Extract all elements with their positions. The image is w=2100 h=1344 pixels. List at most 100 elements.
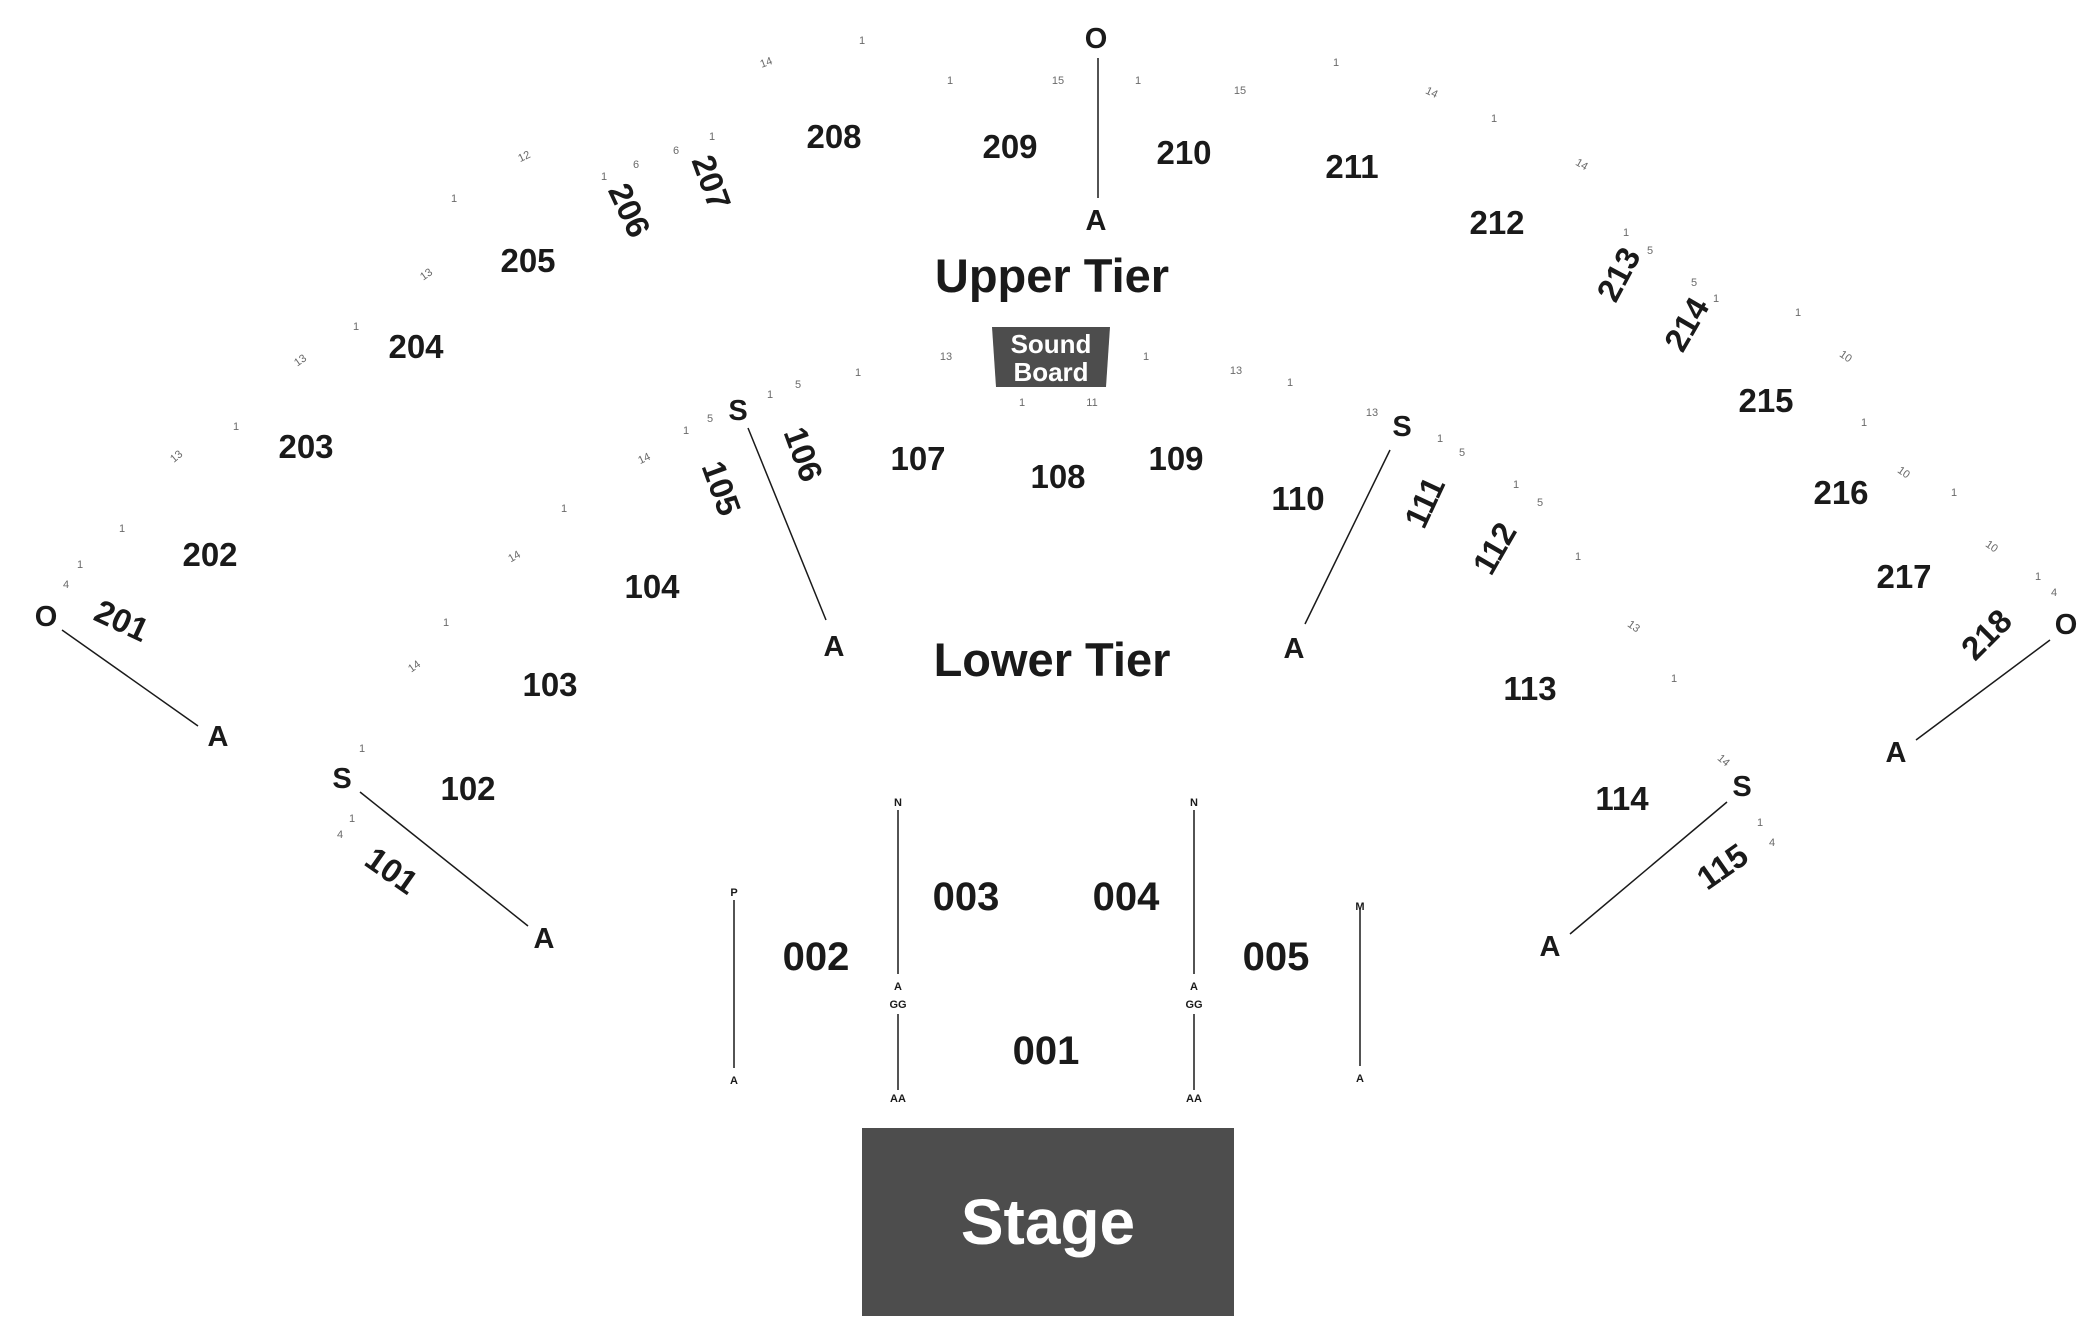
seat-number: 1 [1861,417,1867,429]
floor-sections: 001 002 003 004 005 [783,875,1310,1073]
section-115[interactable]: 115 [1690,836,1755,897]
seat-number: 4 [63,579,69,591]
seat-number: 4 [2051,587,2057,599]
floor-row-m: M [1355,901,1364,913]
section-108[interactable]: 108 [1030,458,1085,495]
section-111[interactable]: 111 [1397,471,1452,533]
section-203[interactable]: 203 [278,428,333,465]
floor-row-a-003: A [894,981,902,993]
sound-board: Sound Board [992,327,1110,387]
aisle-line-101 [359,791,529,927]
section-207[interactable]: 207 [685,150,739,214]
floor-row-aa-004: AA [1186,1093,1202,1105]
seat-number: 5 [707,413,713,425]
section-212[interactable]: 212 [1469,204,1524,241]
section-001[interactable]: 001 [1013,1029,1080,1073]
section-213[interactable]: 213 [1589,241,1648,307]
seat-number: 1 [443,617,449,629]
seat-number: 13 [1625,618,1642,635]
floor-row-n-003: N [894,797,902,809]
row-markers: O A O A O A S A S A S A S A [35,23,2078,963]
floor-row-n-004: N [1190,797,1198,809]
seat-number: 1 [1951,487,1957,499]
section-003[interactable]: 003 [933,875,1000,919]
section-112[interactable]: 112 [1465,516,1524,581]
row-marker-o-top: O [1085,23,1108,55]
section-101[interactable]: 101 [359,839,425,901]
seat-number: 1 [947,75,953,87]
section-106[interactable]: 106 [777,422,831,486]
section-110[interactable]: 110 [1271,480,1324,517]
row-marker-s-111: S [1392,411,1411,443]
floor-row-aa-003: AA [890,1093,906,1105]
seat-number: 14 [406,658,423,675]
section-208[interactable]: 208 [806,118,861,155]
seat-number: 1 [601,171,607,183]
seat-number: 14 [1715,752,1732,769]
section-109[interactable]: 109 [1148,440,1203,477]
seat-number: 1 [561,503,567,515]
section-002[interactable]: 002 [783,935,850,979]
section-206[interactable]: 206 [601,177,658,243]
section-210[interactable]: 210 [1156,134,1211,171]
section-216[interactable]: 216 [1813,474,1868,511]
section-218[interactable]: 218 [1954,602,2019,667]
seat-number: 11 [1086,397,1097,409]
section-215[interactable]: 215 [1738,382,1793,419]
stage[interactable]: Stage [862,1128,1234,1316]
section-104[interactable]: 104 [624,568,680,605]
aisle-line-115 [1569,801,1728,935]
floor-row-p: P [730,887,737,899]
seat-number: 1 [1437,433,1443,445]
section-102[interactable]: 102 [440,770,495,807]
seat-number: 1 [859,35,865,47]
seat-number: 1 [2035,571,2041,583]
seat-number: 13 [418,266,435,283]
seat-number: 10 [1895,464,1912,481]
seat-number: 1 [349,813,355,825]
section-201[interactable]: 201 [89,592,155,649]
seat-number: 1 [1795,307,1801,319]
row-marker-a-105: A [824,631,845,663]
row-marker-s-115: S [1732,771,1751,803]
seat-number: 5 [1647,245,1653,257]
seat-number: 1 [855,367,861,379]
section-214[interactable]: 214 [1657,291,1717,358]
section-202[interactable]: 202 [182,536,237,573]
row-marker-a-101: A [534,923,555,955]
seat-number: 1 [1623,227,1629,239]
section-217[interactable]: 217 [1876,558,1931,595]
stage-label: Stage [961,1186,1135,1258]
section-204[interactable]: 204 [388,328,444,365]
seat-number: 10 [1983,538,2000,555]
seat-number: 14 [636,451,652,467]
section-105[interactable]: 105 [695,456,749,520]
sound-board-label-line2: Board [1013,357,1088,387]
upper-tier-label: Upper Tier [935,249,1169,302]
seat-number: 1 [1135,75,1141,87]
seat-number: 5 [1691,277,1697,289]
seat-number: 5 [1459,447,1465,459]
section-103[interactable]: 103 [522,666,577,703]
upper-tier-sections: 201 202 203 204 205 206 207 208 209 210 … [89,118,2019,667]
section-209[interactable]: 209 [982,128,1037,165]
section-005[interactable]: 005 [1243,935,1310,979]
section-114[interactable]: 114 [1595,780,1649,817]
seat-number: 1 [1287,377,1293,389]
section-107[interactable]: 107 [890,440,945,477]
section-205[interactable]: 205 [500,242,555,279]
section-211[interactable]: 211 [1325,148,1378,185]
seat-number: 13 [940,351,952,363]
seat-number: 1 [1513,479,1519,491]
seat-number: 1 [233,421,239,433]
aisle-line-111 [1304,449,1391,625]
seat-number: 12 [516,149,532,165]
seat-number: 1 [767,389,773,401]
seat-number: 14 [1423,85,1439,101]
section-113[interactable]: 113 [1503,670,1556,707]
seat-number: 13 [1366,407,1378,419]
section-004[interactable]: 004 [1093,875,1160,919]
aisle-line-105 [747,427,827,621]
floor-row-markers: P A N A GG AA N A GG AA M A [730,797,1365,1105]
